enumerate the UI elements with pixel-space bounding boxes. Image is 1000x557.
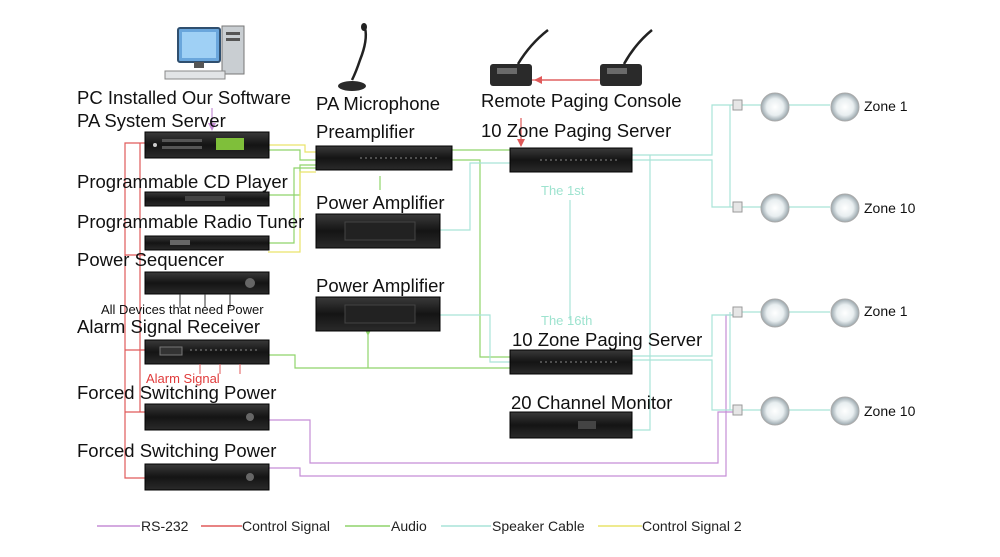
speakers (732, 92, 860, 426)
paging-console-2 (600, 29, 653, 86)
speaker-icon (830, 92, 860, 122)
power-amp-1-rack (315, 213, 441, 249)
paging-server-2-rack (509, 349, 633, 375)
legend-label-speaker: Speaker Cable (492, 518, 585, 534)
label-the-16th: The 16th (541, 313, 592, 328)
power-sequencer-rack (144, 271, 270, 308)
control-signal-lines (124, 76, 600, 479)
label-zone-10b: Zone 10 (864, 403, 916, 419)
label-remote-console: Remote Paging Console (481, 90, 682, 111)
speaker-icon (830, 298, 860, 328)
paging-console-1 (490, 29, 549, 86)
label-forced-power-1: Forced Switching Power (77, 382, 276, 403)
label-pa-server: PA System Server (77, 110, 226, 131)
legend-label-control2: Control Signal 2 (642, 518, 742, 534)
pa-server-rack (144, 131, 270, 159)
label-monitor: 20 Channel Monitor (511, 392, 672, 413)
audio-lines (268, 149, 510, 369)
legend: RS-232 Control Signal Audio Speaker Cabl… (97, 518, 742, 534)
legend-item-speaker: Speaker Cable (441, 518, 585, 534)
label-forced-power-2: Forced Switching Power (77, 440, 276, 461)
speaker-icon (830, 396, 860, 426)
speaker-icon (830, 193, 860, 223)
label-the-1st: The 1st (541, 183, 585, 198)
paging-server-1-rack (509, 147, 633, 173)
speaker-icon (760, 298, 790, 328)
monitor-rack (509, 411, 633, 439)
pc-icon (164, 25, 245, 80)
label-paging-server-2: 10 Zone Paging Server (512, 329, 702, 350)
label-cd-player: Programmable CD Player (77, 171, 288, 192)
speaker-icon (760, 92, 790, 122)
legend-label-audio: Audio (391, 518, 427, 534)
microphone-icon (338, 23, 368, 91)
label-pa-mic: PA Microphone (316, 93, 440, 114)
label-alarm-receiver: Alarm Signal Receiver (77, 316, 260, 337)
connection-lines (124, 76, 830, 479)
legend-item-control: Control Signal (201, 518, 330, 534)
legend-label-control: Control Signal (242, 518, 330, 534)
legend-item-audio: Audio (345, 518, 427, 534)
label-pc: PC Installed Our Software (77, 87, 291, 108)
preamplifier-rack (315, 145, 453, 171)
label-zone-10a: Zone 10 (864, 200, 916, 216)
legend-label-rs232: RS-232 (141, 518, 189, 534)
label-radio-tuner: Programmable Radio Tuner (77, 211, 304, 232)
speaker-lines (440, 104, 830, 431)
label-zone-1b: Zone 1 (864, 303, 908, 319)
speaker-icon (760, 193, 790, 223)
legend-item-control2: Control Signal 2 (598, 518, 742, 534)
device-labels: PC Installed Our Software PA System Serv… (77, 87, 916, 461)
power-amp-2-rack (315, 296, 441, 332)
control2-lines (268, 144, 316, 253)
label-power-sequencer: Power Sequencer (77, 249, 224, 270)
forced-power-rack-1 (144, 403, 270, 431)
label-preamp: Preamplifier (316, 121, 415, 142)
label-alarm-signal: Alarm Signal (146, 371, 220, 386)
cd-player-rack (144, 191, 270, 207)
label-paging-server-1: 10 Zone Paging Server (481, 120, 671, 141)
forced-power-rack-2 (144, 463, 270, 491)
label-zone-1a: Zone 1 (864, 98, 908, 114)
label-power-amp-1: Power Amplifier (316, 192, 445, 213)
speaker-icon (760, 396, 790, 426)
legend-item-rs232: RS-232 (97, 518, 189, 534)
label-power-amp-2: Power Amplifier (316, 275, 445, 296)
radio-tuner-rack (144, 235, 270, 251)
alarm-receiver-rack (144, 339, 270, 374)
label-all-devices: All Devices that need Power (101, 302, 264, 317)
